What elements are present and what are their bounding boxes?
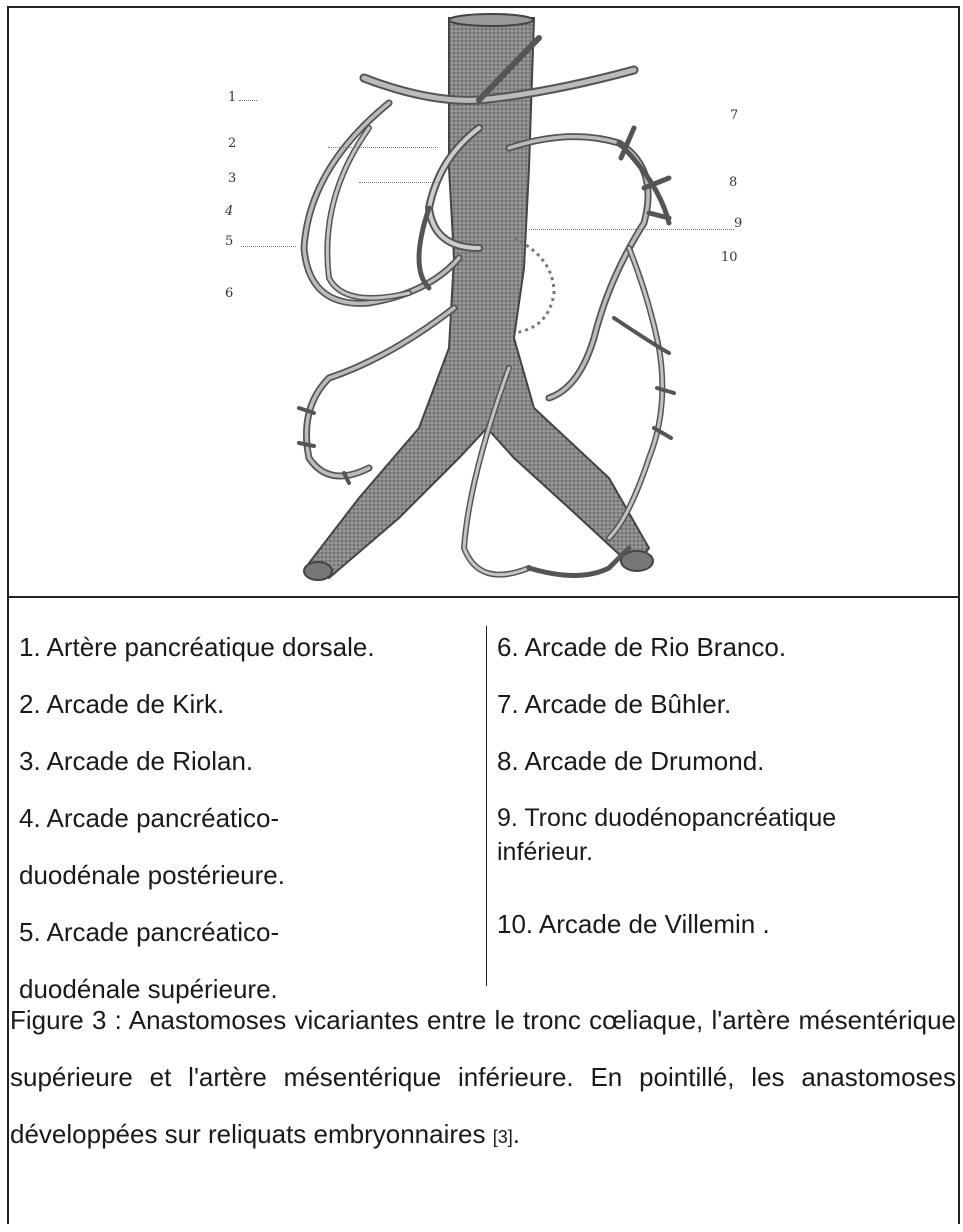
callout-7: 7 (730, 108, 738, 123)
callout-3: 3 (228, 171, 236, 186)
legend-item-2: 2. Arcade de Kirk. (19, 685, 479, 723)
callout-4: 4 (225, 204, 233, 219)
legend-item-1: 1. Artère pancréatique dorsale. (19, 628, 479, 666)
callout-9: 9 (734, 216, 742, 231)
legend-item-8: 8. Arcade de Drumond. (497, 742, 957, 780)
legend-column-left: 1. Artère pancréatique dorsale. 2. Arcad… (19, 628, 479, 1027)
callout-5: 5 (225, 234, 233, 249)
callout-1: 1 (228, 90, 236, 105)
leader-3 (359, 182, 439, 183)
vascular-diagram (9, 8, 958, 596)
callout-8: 8 (729, 175, 737, 190)
callout-6: 6 (225, 286, 233, 301)
legend-item-6: 6. Arcade de Rio Branco. (497, 628, 957, 666)
legend-column-right: 6. Arcade de Rio Branco. 7. Arcade de Bû… (497, 628, 957, 962)
legend-item-4: 4. Arcade pancréatico- duodénale postéri… (19, 799, 479, 894)
leader-9 (529, 229, 734, 230)
legend-item-10: 10. Arcade de Villemin . (497, 905, 957, 943)
legend-item-9: 9. Tronc duodénopancréatique inférieur. (497, 799, 957, 867)
leader-1 (239, 100, 257, 101)
leader-5 (241, 246, 296, 247)
legend-item-7: 7. Arcade de Bûhler. (497, 685, 957, 723)
leader-2 (328, 147, 438, 148)
callout-2: 2 (228, 136, 236, 151)
legend-item-3: 3. Arcade de Riolan. (19, 742, 479, 780)
legend-divider (486, 626, 487, 986)
caption-end: . (513, 1119, 520, 1149)
callout-10: 10 (721, 250, 738, 265)
caption-text: Figure 3 : Anastomoses vicariantes entre… (10, 1005, 956, 1149)
figure-legend: 1. Artère pancréatique dorsale. 2. Arcad… (9, 598, 958, 992)
figure-caption: Figure 3 : Anastomoses vicariantes entre… (10, 992, 956, 1166)
caption-reference: [3] (493, 1127, 513, 1147)
anatomy-figure: 1 2 3 4 5 6 7 8 9 10 (9, 8, 958, 598)
